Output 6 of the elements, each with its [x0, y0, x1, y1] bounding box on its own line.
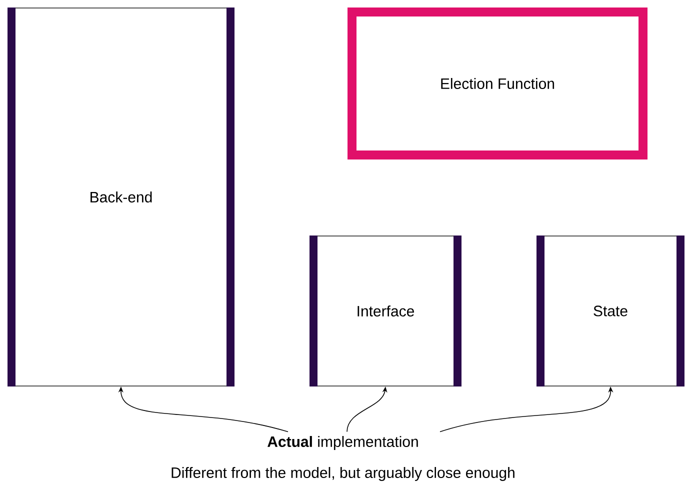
process-box: Election Function	[348, 8, 648, 160]
caption-text: Actual implementation	[268, 436, 418, 450]
note-text: Different from the model, but arguably close enough	[172, 467, 514, 481]
process-box: Interface	[310, 236, 462, 386]
process-box: State	[536, 236, 684, 386]
process-box: Back-end	[8, 8, 234, 386]
